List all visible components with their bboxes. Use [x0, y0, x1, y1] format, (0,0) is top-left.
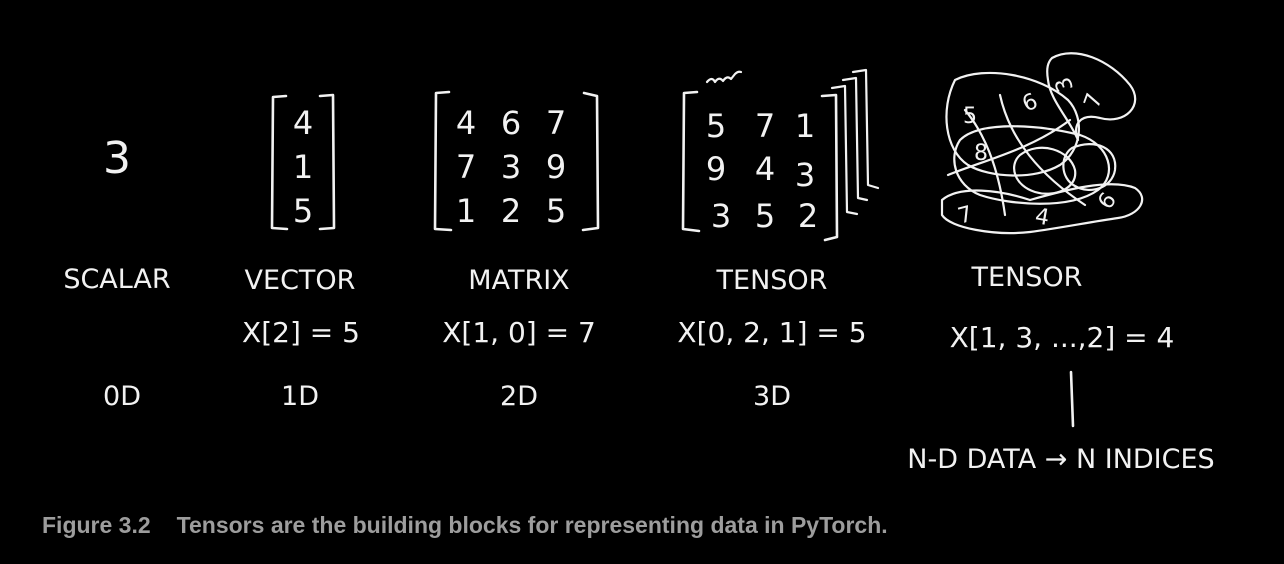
scalar-value: 3 — [103, 133, 131, 184]
vector-cell: 1 — [293, 148, 313, 186]
tensorNd-number: 8 — [974, 141, 988, 166]
tensorNd-label: TENSOR — [971, 262, 1083, 293]
matrix-cell: 2 — [501, 192, 521, 230]
vector-group: 4 1 5 VECTOR X[2] = 5 1D — [242, 93, 360, 412]
tensorNd-group: 5 6 8 7 4 6 3 7 TENSOR X[1, 3, ...,2] = … — [907, 52, 1215, 475]
tensor3d-back-layer — [841, 76, 869, 202]
matrix-cell: 7 — [546, 104, 566, 142]
tensorNd-blobs — [940, 52, 1144, 235]
scalar-dim: 0D — [103, 381, 141, 412]
vector-cell: 5 — [293, 192, 313, 230]
matrix-cell: 1 — [456, 192, 476, 230]
tensor3d-back-layer — [830, 84, 859, 216]
vector-index: X[2] = 5 — [242, 316, 360, 349]
tensor3d-squiggle — [705, 70, 743, 84]
matrix-cell: 4 — [456, 104, 476, 142]
tensor3d-cell: 4 — [755, 150, 775, 188]
tensorNd-number: 6 — [1093, 188, 1122, 214]
tensor3d-index: X[0, 2, 1] = 5 — [677, 316, 866, 349]
tensorNd-pointer-line — [1069, 370, 1075, 428]
tensor-diagram: 3 SCALAR 0D 4 1 5 VECTOR X[2] = 5 1D 4 6… — [63, 52, 1215, 475]
matrix-right-bracket — [581, 91, 600, 232]
figure-number: Figure 3.2 — [42, 512, 151, 538]
matrix-cell: 3 — [501, 148, 521, 186]
tensor3d-right-bracket — [820, 93, 839, 242]
matrix-cell: 9 — [546, 148, 566, 186]
tensor3d-cell: 3 — [711, 197, 731, 235]
matrix-cell: 7 — [456, 148, 476, 186]
matrix-dim: 2D — [500, 381, 538, 412]
scalar-group: 3 SCALAR 0D — [63, 133, 170, 412]
vector-left-bracket — [270, 94, 289, 231]
vector-right-bracket — [318, 93, 336, 231]
tensorNd-number: 3 — [1051, 73, 1079, 95]
tensor3d-cell: 9 — [706, 150, 726, 188]
tensor3d-back-layer — [851, 68, 880, 190]
tensor3d-cell: 1 — [795, 107, 815, 145]
figure-caption-text: Tensors are the building blocks for repr… — [176, 512, 888, 538]
matrix-index: X[1, 0] = 7 — [442, 316, 596, 349]
matrix-cell: 6 — [501, 104, 521, 142]
tensor3d-cell: 2 — [798, 197, 818, 235]
tensorNd-number: 5 — [963, 104, 977, 129]
tensor3d-label: TENSOR — [716, 265, 828, 296]
tensorNd-number: 4 — [1033, 204, 1051, 231]
tensorNd-number: 6 — [1019, 89, 1042, 118]
tensor3d-dim: 3D — [753, 381, 791, 412]
tensor3d-cell: 3 — [795, 156, 815, 194]
tensor3d-group: 5 7 1 9 4 3 3 5 2 TENSOR X[0, 2, 1] = 5 … — [677, 68, 880, 412]
tensor3d-left-bracket — [681, 90, 701, 233]
vector-label: VECTOR — [245, 265, 356, 296]
tensorNd-note: N-D DATA → N INDICES — [907, 444, 1214, 475]
vector-dim: 1D — [281, 381, 319, 412]
matrix-left-bracket — [433, 90, 453, 232]
scalar-label: SCALAR — [63, 264, 170, 295]
matrix-label: MATRIX — [468, 265, 569, 296]
matrix-group: 4 6 7 7 3 9 1 2 5 MATRIX X[1, 0] = 7 2D — [433, 90, 600, 412]
tensor3d-cell: 5 — [706, 107, 726, 145]
tensorNd-index: X[1, 3, ...,2] = 4 — [950, 321, 1175, 354]
tensorNd-number: 7 — [955, 202, 975, 230]
tensorNd-number: 7 — [1080, 90, 1108, 112]
figure-caption: Figure 3.2 Tensors are the building block… — [42, 512, 1242, 548]
vector-cell: 4 — [293, 104, 313, 142]
tensor3d-cell: 7 — [755, 107, 775, 145]
matrix-cell: 5 — [546, 192, 566, 230]
tensor3d-cell: 5 — [755, 197, 775, 235]
